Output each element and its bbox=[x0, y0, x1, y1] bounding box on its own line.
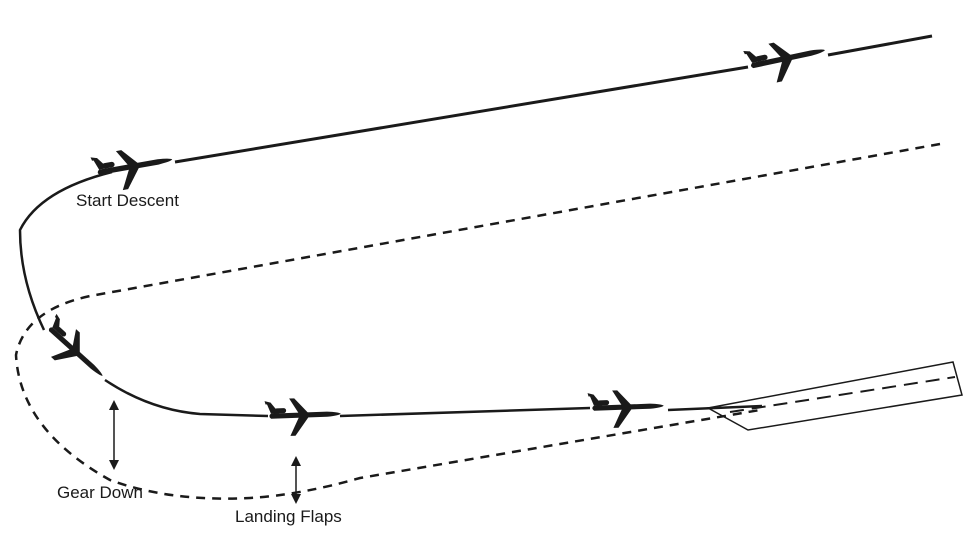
downwind-flight-path-end bbox=[827, 34, 933, 57]
descent-turn-path bbox=[18, 170, 113, 331]
runway bbox=[705, 361, 963, 431]
final-approach-path-mid bbox=[339, 406, 591, 418]
aircraft-icon-base-turn bbox=[32, 312, 114, 392]
aircraft-icon-start-descent bbox=[90, 141, 176, 195]
gear-down-arrow-icon bbox=[109, 400, 119, 470]
aircraft-icon-downwind bbox=[742, 32, 830, 88]
runway-centerline bbox=[729, 376, 956, 413]
final-approach-path-end bbox=[667, 404, 763, 412]
start-descent-label: Start Descent bbox=[76, 191, 179, 210]
downwind-flight-path bbox=[174, 65, 749, 164]
aircraft-icon-final bbox=[587, 388, 665, 429]
dashed-pattern-path bbox=[14, 142, 941, 500]
aircraft-icon-landing-flaps bbox=[264, 396, 342, 437]
landing-flaps-arrow-icon bbox=[291, 456, 301, 504]
gear-down-label: Gear Down bbox=[57, 483, 143, 502]
final-approach-path bbox=[104, 378, 269, 418]
landing-flaps-label: Landing Flaps bbox=[235, 507, 342, 526]
